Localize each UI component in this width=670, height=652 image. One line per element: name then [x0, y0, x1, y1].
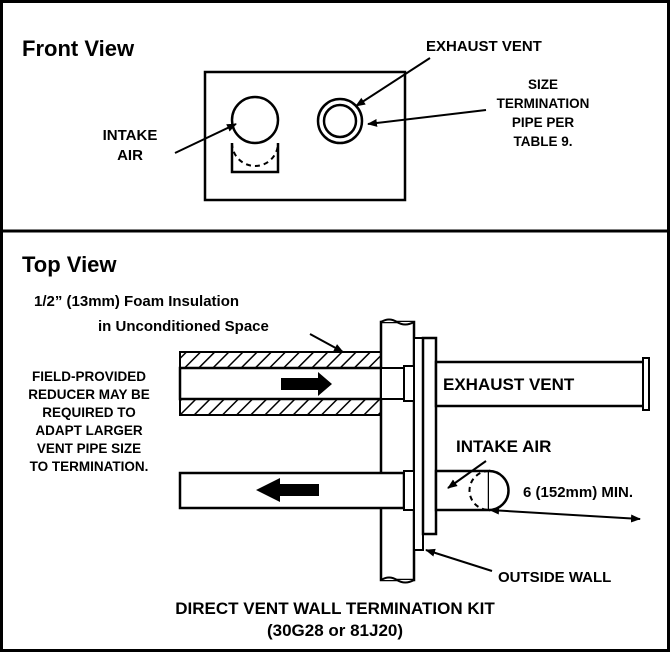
intake-pipe-hidden-edge [231, 142, 279, 167]
outside-wall-arrow [425, 548, 493, 572]
insulation-note-arrow [309, 333, 344, 353]
wall-break-top [380, 318, 415, 326]
insulation-note-line1: 1/2” (13mm) Foam Insulation [34, 293, 239, 310]
front-plate [203, 70, 407, 202]
intake-elbow-solid [488, 469, 510, 512]
front-exhaust-vent-label: EXHAUST VENT [426, 38, 542, 55]
exhaust-pipe-inner [322, 103, 358, 139]
size-note-arrow [367, 109, 487, 127]
size-note-line3: PIPE PER [512, 115, 575, 130]
top-view-title: Top View [22, 252, 117, 277]
reducer-note-line2: REDUCER MAY BE [28, 387, 150, 402]
caption-line1: DIRECT VENT WALL TERMINATION KIT [175, 599, 495, 618]
insulation-top [179, 351, 382, 369]
exhaust-pipe-end [642, 357, 650, 411]
size-note-line2: TERMINATION [497, 96, 590, 111]
termination-plate-front [421, 336, 438, 536]
intake-pipe-wall-pass [403, 470, 415, 511]
exhaust-pipe-outside [434, 360, 647, 408]
clearance-label: 6 (152mm) MIN. [523, 484, 633, 501]
insulation-note-line2: in Unconditioned Space [98, 318, 269, 335]
top-view-panel: Top View 1/2” (13mm) Foam Insulation in … [22, 252, 650, 640]
intake-flow-arrow [256, 478, 319, 502]
reducer-note-line1: FIELD-PROVIDED [32, 369, 146, 384]
caption-line2: (30G28 or 81J20) [267, 621, 403, 640]
exhaust-flow-arrow [281, 372, 332, 396]
front-view-panel: Front View EXHAUST VENT INTAKE AIR SIZE … [22, 36, 590, 202]
exhaust-pipe-inside [178, 366, 383, 401]
intake-pipe-opening [230, 95, 280, 145]
exhaust-reducer [403, 365, 415, 402]
wall-section [379, 320, 416, 582]
reducer-note-line6: TO TERMINATION. [30, 459, 149, 474]
intake-elbow-hidden [468, 470, 490, 511]
size-note-line4: TABLE 9. [513, 134, 572, 149]
intake-pipe-front [230, 143, 280, 174]
termination-plate-back [413, 337, 424, 551]
reducer-note-line3: REQUIRED TO [42, 405, 136, 420]
insulation-bottom [179, 398, 382, 416]
wall-break-bottom [380, 576, 415, 584]
front-intake-arrow [174, 123, 237, 154]
size-note-line1: SIZE [528, 77, 558, 92]
reducer-note-line4: ADAPT LARGER [35, 423, 142, 438]
top-intake-arrow [447, 460, 487, 489]
front-exhaust-arrow [355, 57, 431, 107]
front-view-title: Front View [22, 36, 135, 61]
top-intake-air-label: INTAKE AIR [456, 437, 551, 456]
top-exhaust-vent-label: EXHAUST VENT [443, 375, 575, 394]
front-intake-label-line2: AIR [117, 147, 143, 164]
front-intake-label-line1: INTAKE [103, 127, 158, 144]
outside-wall-label: OUTSIDE WALL [498, 569, 611, 586]
clearance-dimension [489, 506, 641, 523]
reducer-note-line5: VENT PIPE SIZE [37, 441, 141, 456]
